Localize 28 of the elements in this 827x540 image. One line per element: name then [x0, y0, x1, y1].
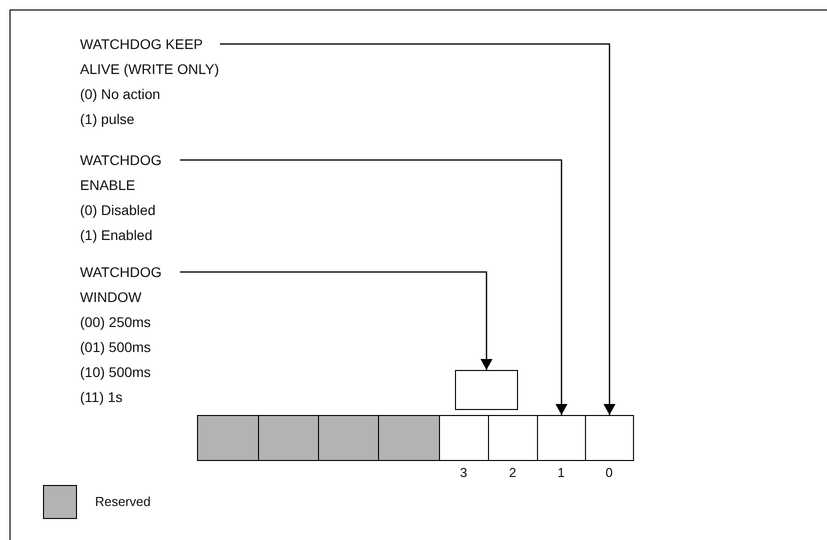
arrow	[220, 43, 616, 415]
reserved-bit-box	[378, 415, 440, 461]
bit-box	[488, 415, 538, 461]
arrow	[180, 271, 492, 370]
bit-number: 0	[606, 465, 613, 480]
field-value: (01) 500ms	[80, 338, 152, 357]
field-value: (1) pulse	[80, 110, 136, 129]
field-name: WATCHDOG ENABLE	[80, 151, 163, 195]
bit-box	[439, 415, 489, 461]
legend-label: Reserved	[95, 494, 151, 509]
bit-number: 1	[558, 465, 565, 480]
field-value: (00) 250ms	[80, 313, 152, 332]
reserved-bit-box	[318, 415, 379, 461]
field-value: (0) No action	[80, 85, 162, 104]
reserved-bit-box	[197, 415, 259, 461]
bit-box	[537, 415, 586, 461]
arrow	[180, 159, 568, 415]
field-value: (1) Enabled	[80, 226, 154, 245]
bit-box	[585, 415, 634, 461]
field-name: WATCHDOG KEEP ALIVE (WRITE ONLY)	[80, 35, 220, 79]
bit-number: 2	[509, 465, 516, 480]
reserved-bit-box	[258, 415, 319, 461]
field-value: (0) Disabled	[80, 201, 156, 220]
bit-group-box	[455, 370, 518, 410]
field-value: (10) 500ms	[80, 363, 152, 382]
bit-number: 3	[460, 465, 468, 480]
field-name: WATCHDOG WINDOW	[80, 263, 163, 307]
field-value: (11) 1s	[80, 388, 124, 407]
